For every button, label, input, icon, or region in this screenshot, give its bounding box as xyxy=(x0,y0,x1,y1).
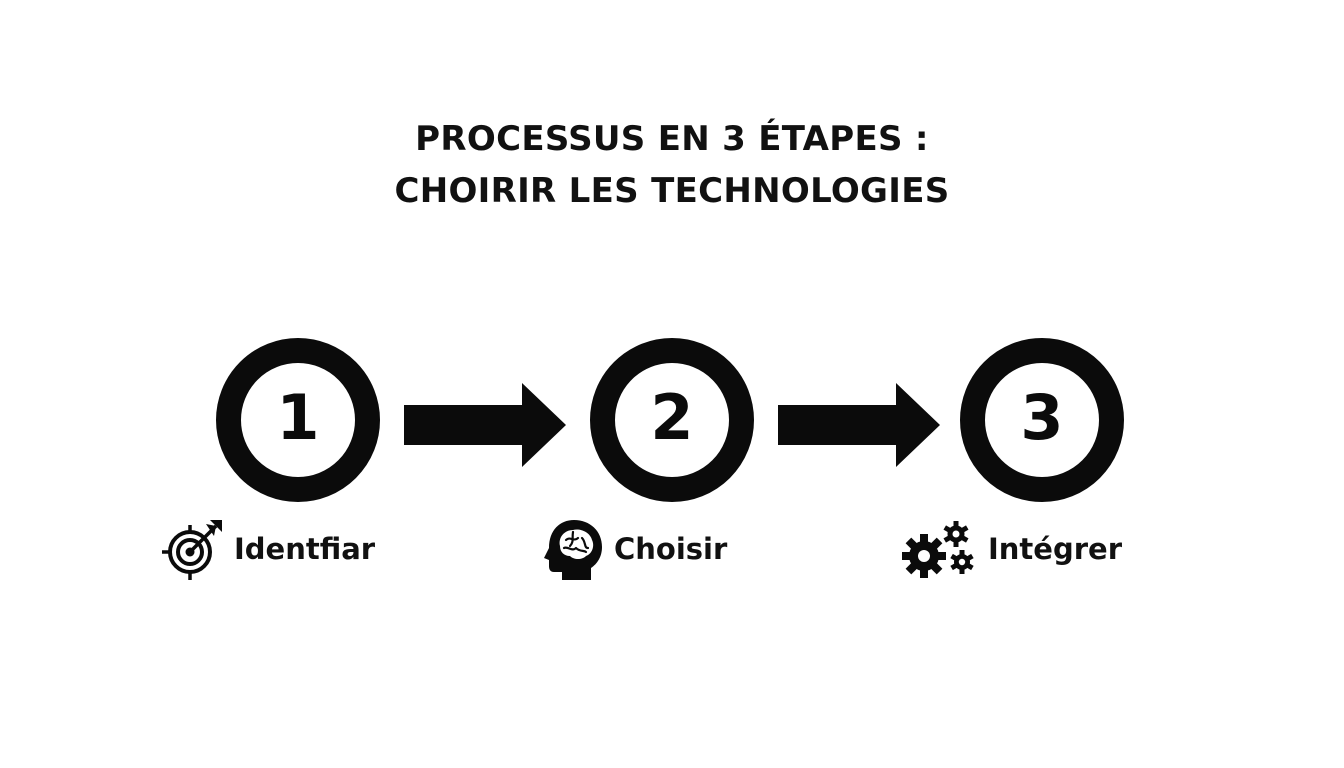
step-2-circle: 2 xyxy=(590,338,754,502)
step-2-number: 2 xyxy=(650,381,694,454)
step-3-circle: 3 xyxy=(960,338,1124,502)
title-line-2: CHOIRIR LES TECHNOLOGIES xyxy=(394,171,950,211)
step-3-number: 3 xyxy=(1020,381,1064,454)
step-3-label-text: Intégrer xyxy=(988,532,1122,566)
step-1-number: 1 xyxy=(276,381,320,454)
gears-icon xyxy=(902,521,974,578)
target-arrow-icon xyxy=(162,520,222,580)
step-1-circle: 1 xyxy=(216,338,380,502)
arrow-right-icon xyxy=(404,383,566,467)
diagram-title: PROCESSUS EN 3 ÉTAPES : CHOIRIR LES TECH… xyxy=(0,113,1344,217)
step-3-label: Intégrer xyxy=(900,516,1122,582)
step-2-label-text: Choisir xyxy=(614,532,728,566)
brain-head-icon xyxy=(544,520,602,580)
title-line-1: PROCESSUS EN 3 ÉTAPES : xyxy=(415,119,929,159)
step-1-label: Identfiar xyxy=(160,516,375,582)
step-2-label: Choisir xyxy=(540,516,727,582)
step-1-label-text: Identfiar xyxy=(234,532,376,566)
arrow-right-icon xyxy=(778,383,940,467)
